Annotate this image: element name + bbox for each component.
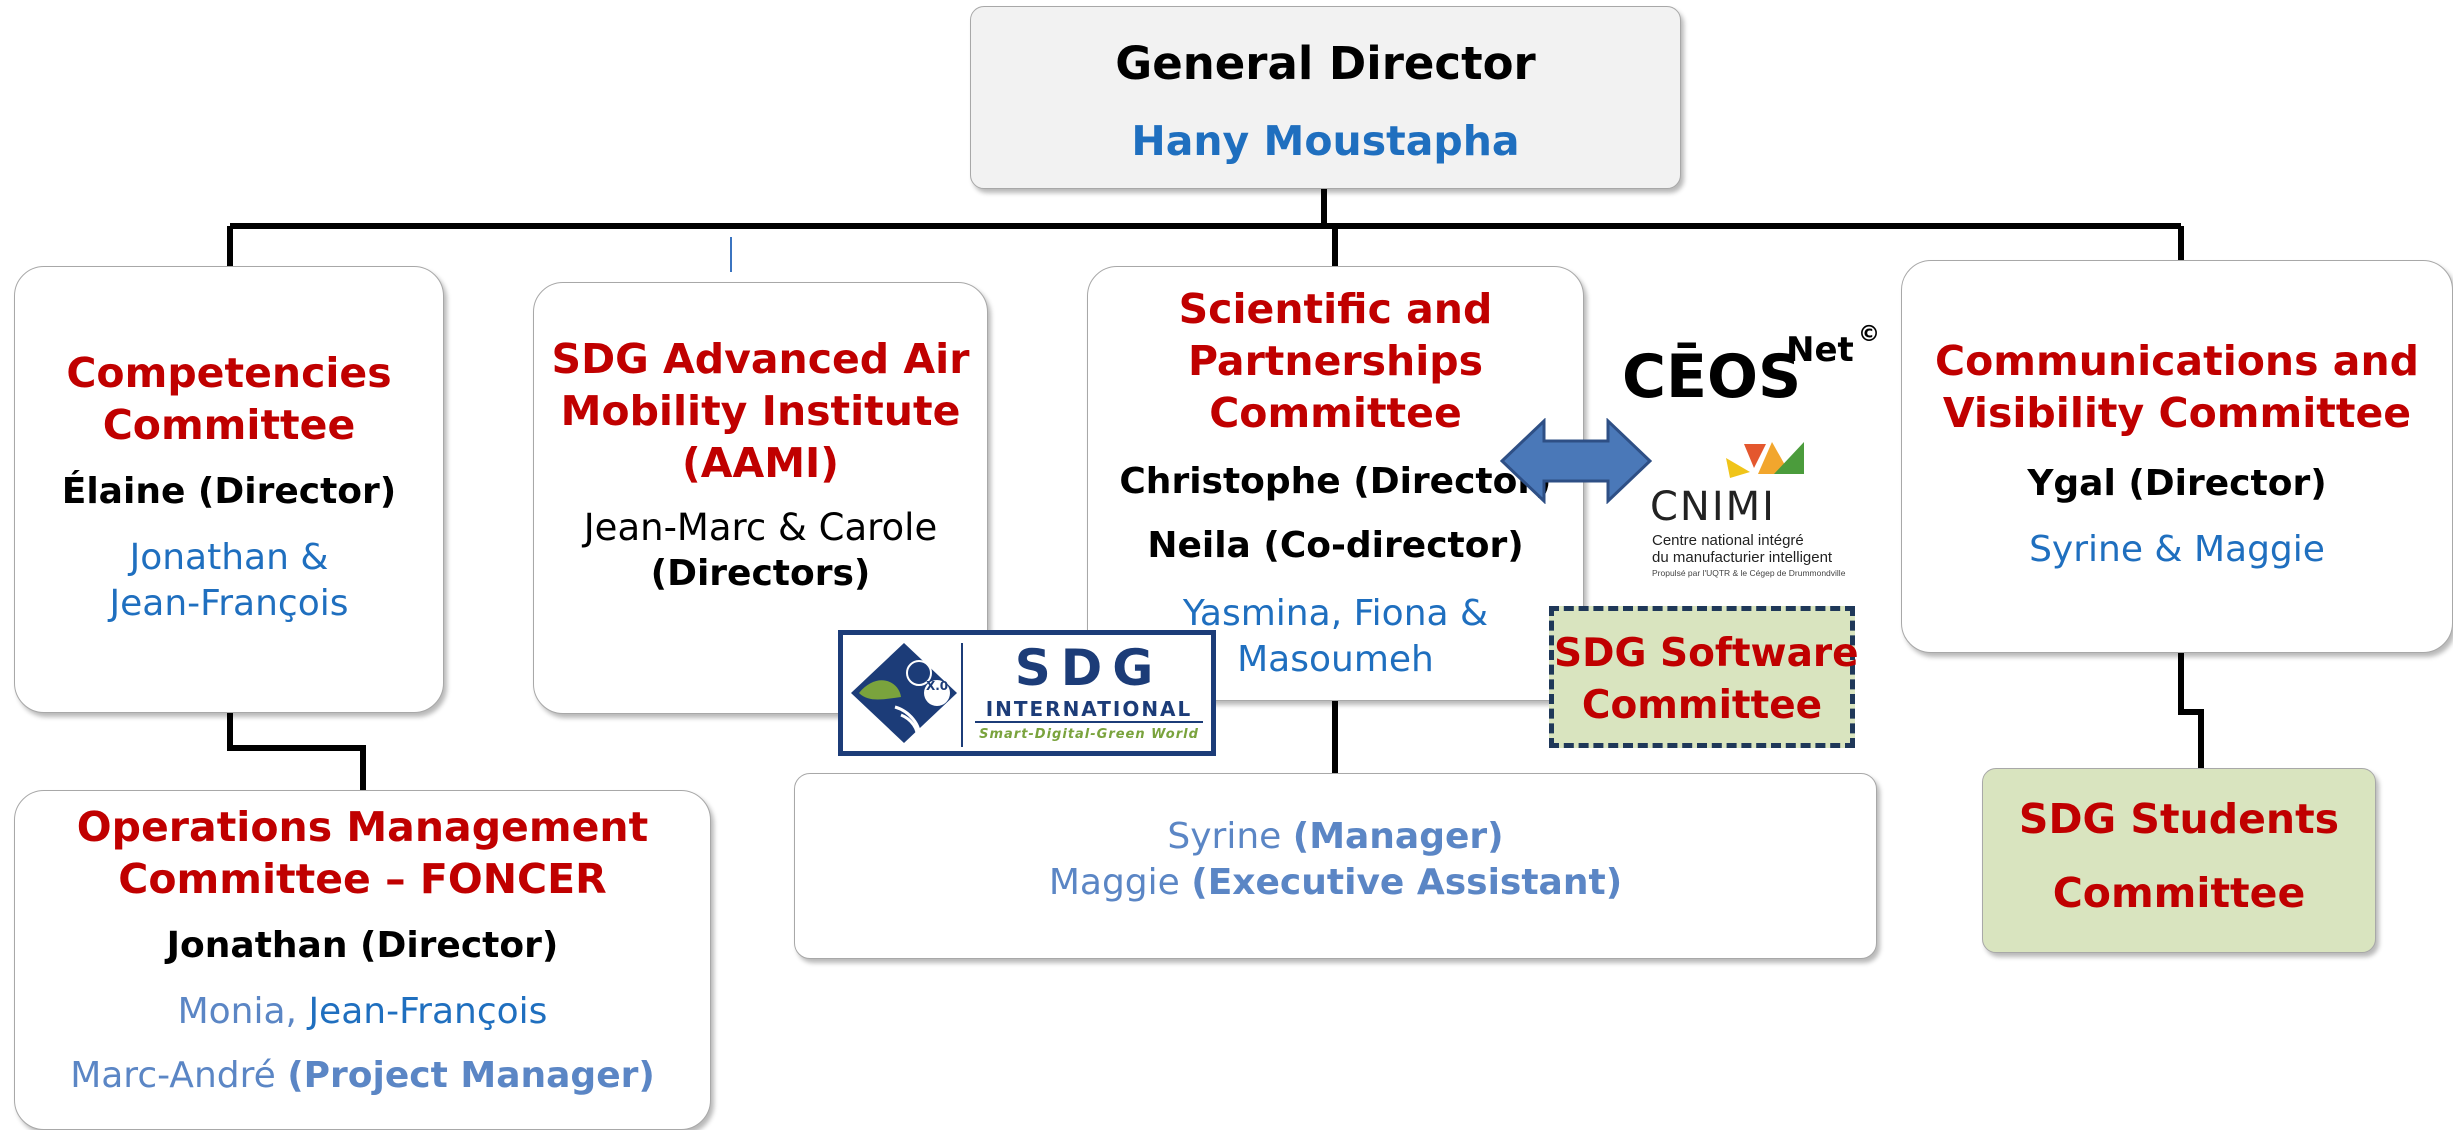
scientific-codirector: Neila (Co-director) (1147, 525, 1524, 566)
communications-title-1: Communications and (1935, 337, 2419, 385)
operations-pm-role: (Project Manager) (287, 1055, 655, 1096)
cnimi-name: CNIMI (1650, 484, 1776, 530)
students-committee-box: SDG Students Committee (1982, 768, 2376, 953)
manager-role: (Manager) (1292, 816, 1504, 857)
cnimi-mark-icon (1726, 442, 1804, 478)
operations-title-2: Committee – FONCER (118, 855, 607, 903)
aami-title-1: SDG Advanced Air (551, 335, 970, 383)
management-assistant: Maggie (Executive Assistant) (795, 860, 1876, 906)
communications-members: Syrine & Maggie (2029, 529, 2325, 570)
competencies-members-1: Jonathan & (129, 537, 329, 578)
competencies-title-1: Competencies (66, 349, 392, 397)
scientific-title-3: Committee (1209, 389, 1462, 437)
scientific-members-1: Yasmina, Fiona & (1182, 593, 1489, 634)
software-committee-box: SDG Software Committee (1549, 606, 1859, 748)
operations-title-1: Operations Management (76, 803, 649, 851)
scientific-title-2: Partnerships (1187, 337, 1484, 385)
sdg-emblem-icon (851, 643, 957, 743)
sdg-badge: X.0 (926, 679, 949, 693)
aami-members: Jean-Marc & Carole (583, 506, 938, 549)
cnimi-line2: du manufacturier intelligent (1652, 549, 1833, 566)
sdg-logo-divider (961, 643, 963, 747)
operations-project-manager: Marc-André (Project Manager) (15, 1053, 710, 1099)
scientific-committee-box: Scientific and Partnerships Committee Ch… (1087, 266, 1584, 701)
operations-members: Monia, Jean-François (15, 989, 710, 1035)
ceos-copyright: © (1858, 322, 1880, 347)
ceos-net-label: Net (1786, 330, 1854, 370)
manager-name: Syrine (1167, 816, 1293, 857)
scientific-title-1: Scientific and (1178, 285, 1493, 333)
sdg-logo-subtitle: INTERNATIONAL (975, 697, 1203, 723)
general-director-box: General Director Hany Moustapha (970, 6, 1681, 189)
connector-lines (227, 188, 2204, 792)
general-director-name: Hany Moustapha (1131, 117, 1520, 165)
ceos-name: CĒOS (1622, 342, 1802, 412)
operations-committee-box: Operations Management Committee – FONCER… (14, 790, 711, 1130)
management-box: Syrine (Manager) Maggie (Executive Assis… (794, 773, 1877, 959)
competencies-director: Élaine (Director) (61, 471, 397, 512)
operations-pm-name: Marc-André (70, 1055, 288, 1096)
aami-title-3: (AAMI) (682, 439, 839, 487)
software-title-1: SDG Software (1554, 631, 1859, 676)
cnimi-line3: Propulsé par l'UQTR & le Cégep de Drummo… (1652, 568, 1846, 578)
general-director-title: General Director (1115, 37, 1536, 90)
communications-director: Ygal (Director) (2027, 463, 2327, 504)
scientific-director: Christophe (Director) (1119, 461, 1552, 502)
sdg-international-logo: X.0 SDG INTERNATIONAL Smart-Digital-Gree… (838, 630, 1216, 756)
assistant-name: Maggie (1048, 862, 1192, 903)
sdg-logo-tagline: Smart-Digital-Green World (979, 727, 1199, 742)
double-arrow-icon (1500, 418, 1652, 504)
operations-members-part1: Monia, (177, 991, 309, 1032)
competencies-members-2: Jean-François (109, 583, 349, 624)
assistant-role: (Executive Assistant) (1191, 862, 1623, 903)
cnimi-line1: Centre national intégré (1652, 532, 1804, 549)
aami-role: (Directors) (650, 553, 871, 594)
communications-committee-box: Communications and Visibility Committee … (1901, 260, 2453, 653)
scientific-members-2: Masoumeh (1237, 639, 1434, 680)
ceos-net-logo: CĒOS Net © (1622, 320, 1892, 420)
aami-box: SDG Advanced Air Mobility Institute (AAM… (533, 282, 988, 714)
operations-members-part2: Jean-François (308, 991, 548, 1032)
sdg-logo-title: SDG (1014, 639, 1164, 697)
software-title-2: Committee (1581, 683, 1823, 728)
competencies-title-2: Committee (102, 401, 356, 449)
students-title-1: SDG Students (2018, 795, 2340, 843)
aami-title-2: Mobility Institute (560, 387, 961, 435)
management-manager: Syrine (Manager) (795, 814, 1876, 860)
students-title-2: Committee (2052, 869, 2306, 917)
operations-director: Jonathan (Director) (166, 925, 559, 966)
competencies-committee-box: Competencies Committee Élaine (Director)… (14, 266, 444, 713)
communications-title-2: Visibility Committee (1942, 389, 2412, 437)
cnimi-logo: CNIMI Centre national intégré du manufac… (1648, 438, 1868, 588)
